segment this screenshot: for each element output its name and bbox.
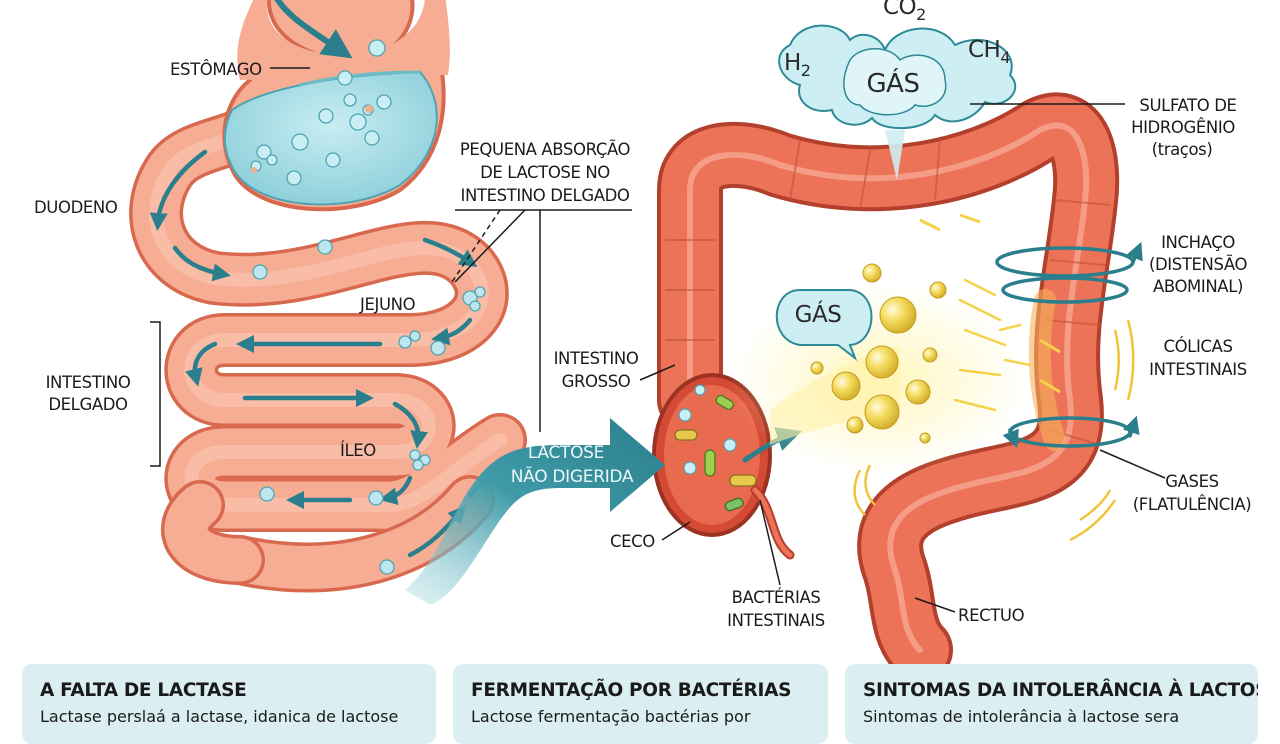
lactose-arrow-label-2: NÃO DIGERIDA	[511, 465, 634, 487]
panel-sintomas-text: Sintomas de intolerância à lactose sera	[863, 707, 1180, 726]
panel-lactase: A FALTA DE LACTASE Lactase perslaá a lac…	[22, 664, 436, 744]
label-inchaco-1: INCHAÇO	[1161, 233, 1235, 252]
gas-cloud-label: GÁS	[867, 67, 920, 99]
panel-fermentacao-text: Lactose fermentação bactérias por	[471, 707, 751, 726]
co2-label: CO2	[883, 0, 926, 24]
label-intestino-grosso-1: INTESTINO	[554, 349, 639, 368]
lactose-intolerance-diagram: LACTOSE NÃO DIGERIDA	[34, 0, 1252, 683]
stomach	[222, 0, 450, 212]
label-colicas-2: INTESTINAIS	[1149, 360, 1247, 379]
lactose-arrow: LACTOSE NÃO DIGERIDA	[405, 418, 665, 605]
label-bacterias-1: BACTÉRIAS	[732, 588, 821, 607]
label-intestino-grosso-2: GROSSO	[562, 372, 631, 391]
label-gases-1: GASES	[1165, 472, 1218, 491]
label-colicas-1: CÓLICAS	[1163, 337, 1232, 356]
label-duodeno: DUODENO	[34, 198, 118, 217]
label-absorcao-1: PEQUENA ABSORÇÃO	[460, 140, 631, 159]
label-sulfato-3: (traços)	[1152, 140, 1213, 159]
label-gases-2: (FLATULÊNCIA)	[1133, 495, 1252, 514]
bloating-swirls	[995, 241, 1143, 449]
panel-sintomas-title: SINTOMAS DA INTOLERÂNCIA À LACTOSE	[863, 680, 1258, 701]
panel-fermentacao-title: FERMENTAÇÃO POR BACTÉRIAS	[471, 680, 792, 701]
label-absorcao-2: DE LACTOSE NO	[480, 163, 610, 182]
ch4-label: CH4	[968, 37, 1010, 67]
panel-lactase-title: A FALTA DE LACTASE	[40, 680, 247, 701]
label-inchaco-3: ABOMINAL)	[1153, 277, 1243, 296]
leader-lines	[150, 67, 1166, 613]
panel-lactase-text: Lactase perslaá a lactase, idanica de la…	[40, 707, 399, 726]
label-ileo: ÍLEO	[340, 441, 376, 460]
labels: ESTÔMAGO DUODENO JEJUNO INTESTINO DELGAD…	[34, 60, 1252, 630]
label-rectuo: RECTUO	[958, 606, 1025, 625]
lactose-arrow-label-1: LACTOSE	[528, 443, 604, 463]
gas-bubble-label: GÁS	[795, 300, 842, 328]
fermentation-gas: GÁS	[730, 263, 1135, 542]
gas-cloud: H2 GÁS CH4 CO2	[778, 0, 1017, 180]
label-sulfato-2: HIDROGÊNIO	[1131, 118, 1235, 137]
label-sulfato-1: SULFATO DE	[1139, 96, 1236, 115]
bacteria	[674, 384, 757, 512]
label-bacterias-2: INTESTINAIS	[727, 611, 825, 630]
label-ceco: CECO	[610, 532, 655, 551]
label-estomago: ESTÔMAGO	[170, 60, 262, 79]
small-intestine	[129, 63, 527, 593]
label-intestino-delgado-2: DELGADO	[48, 395, 128, 414]
label-inchaco-2: (DISTENSÃO	[1149, 255, 1248, 274]
h2-label: H2	[784, 50, 810, 80]
panel-sintomas: SINTOMAS DA INTOLERÂNCIA À LACTOSE Sinto…	[845, 664, 1258, 744]
label-intestino-delgado-1: INTESTINO	[46, 373, 131, 392]
label-absorcao-3: INTESTINO DELGADO	[461, 186, 630, 205]
panel-fermentacao: FERMENTAÇÃO POR BACTÉRIAS Lactose fermen…	[453, 664, 828, 744]
label-jejuno: JEJUNO	[359, 295, 416, 314]
